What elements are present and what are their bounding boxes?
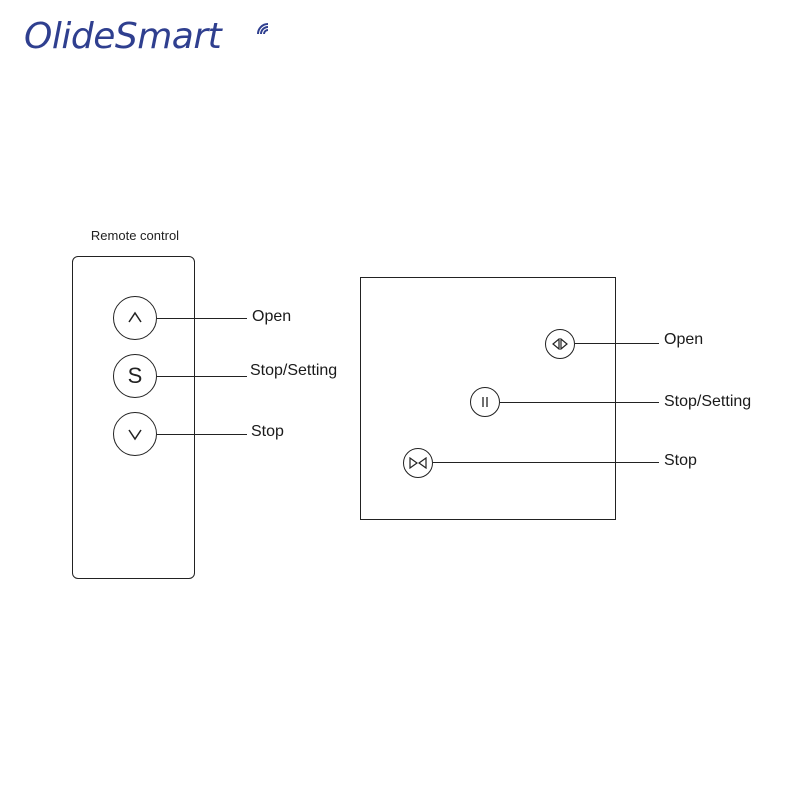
remote-stop-leader-line	[157, 434, 247, 435]
s-letter: S	[127, 363, 143, 388]
chevron-down-icon	[128, 429, 142, 441]
panel-stop-label: Stop	[664, 452, 697, 469]
panel-open-leader-line	[575, 343, 659, 344]
remote-stop-setting-label: Stop/Setting	[250, 362, 338, 379]
panel-open-label: Open	[664, 331, 704, 348]
remote-s-button[interactable]: S	[113, 354, 157, 398]
panel-stop-leader-line	[433, 462, 659, 463]
remote-control-body	[72, 256, 195, 579]
panel-stop-setting-label: Stop/Setting	[664, 393, 752, 410]
close-curtain-icon	[409, 457, 427, 469]
remote-down-button[interactable]	[113, 412, 157, 456]
open-curtain-icon	[552, 338, 568, 350]
wifi-signal-icon	[257, 23, 269, 35]
panel-stop-setting-leader-line	[500, 402, 659, 403]
remote-open-leader-line	[157, 318, 247, 319]
wall-panel-body	[360, 277, 616, 520]
remote-open-label: Open	[252, 308, 292, 325]
panel-open-button[interactable]	[545, 329, 575, 359]
brand-logo-text: OlideSmart	[24, 16, 222, 57]
remote-control-title: Remote control	[90, 228, 180, 243]
remote-stop-setting-leader-line	[157, 376, 247, 377]
panel-close-button[interactable]	[403, 448, 433, 478]
pause-icon	[482, 397, 488, 407]
chevron-up-icon	[128, 311, 142, 323]
panel-pause-button[interactable]	[470, 387, 500, 417]
brand-logo: OlideSmart	[24, 12, 269, 62]
remote-stop-label: Stop	[251, 423, 284, 440]
remote-up-button[interactable]	[113, 296, 157, 340]
